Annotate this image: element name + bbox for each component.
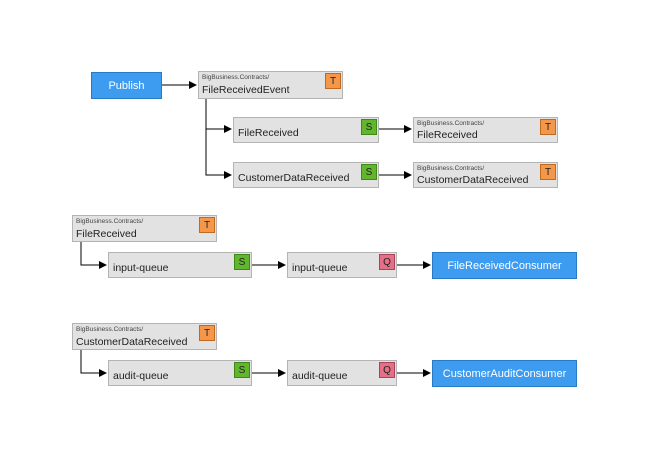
topic-badge: T (199, 217, 215, 233)
queue-badge: Q (379, 362, 395, 378)
event-topic-namespace: BigBusiness.Contracts/ (202, 74, 270, 81)
subscription-badge: S (361, 164, 377, 180)
subscription-node-customer-data-received[interactable]: CustomerDataReceived S (233, 162, 379, 188)
consumer-name: FileReceivedConsumer (447, 259, 562, 272)
consumer-name: CustomerAuditConsumer (442, 367, 567, 380)
subscription-name: input-queue (113, 262, 169, 274)
flow-2-consumer-node[interactable]: CustomerAuditConsumer (432, 360, 577, 387)
target-topic-namespace: BigBusiness.Contracts/ (417, 120, 485, 127)
flow-1-topic-node[interactable]: BigBusiness.Contracts/ FileReceived T (72, 215, 217, 242)
target-topic-name: FileReceived (417, 129, 478, 141)
arrow-flow-2-topic-to-sub (80, 350, 107, 377)
topic-badge: T (199, 325, 215, 341)
publish-label: Publish (108, 79, 145, 92)
event-topic-node[interactable]: BigBusiness.Contracts/ FileReceivedEvent… (198, 71, 343, 99)
flow-1-consumer-node[interactable]: FileReceivedConsumer (432, 252, 577, 279)
flow-topic-name: CustomerDataReceived (76, 336, 188, 348)
flow-topic-name: FileReceived (76, 228, 137, 240)
flow-1-queue-node[interactable]: input-queue Q (287, 252, 397, 278)
arrow-topic-to-sub-2 (205, 129, 232, 179)
target-topic-node-customer-data-received[interactable]: BigBusiness.Contracts/ CustomerDataRecei… (413, 162, 558, 188)
subscription-name: audit-queue (113, 370, 169, 382)
topic-badge: T (540, 164, 556, 180)
arrow-topic-to-sub-1 (205, 99, 232, 133)
arrow-flow-1-topic-to-sub (80, 242, 107, 269)
target-topic-name: CustomerDataReceived (417, 174, 529, 186)
flow-2-topic-node[interactable]: BigBusiness.Contracts/ CustomerDataRecei… (72, 323, 217, 350)
subscription-name: FileReceived (238, 127, 299, 139)
queue-badge: Q (379, 254, 395, 270)
publish-node[interactable]: Publish (91, 72, 162, 99)
queue-name: input-queue (292, 262, 348, 274)
subscription-node-file-received[interactable]: FileReceived S (233, 117, 379, 143)
subscription-badge: S (234, 254, 250, 270)
topic-badge: T (540, 119, 556, 135)
flow-1-subscription-node[interactable]: input-queue S (108, 252, 252, 278)
queue-name: audit-queue (292, 370, 348, 382)
flow-2-subscription-node[interactable]: audit-queue S (108, 360, 252, 386)
target-topic-namespace: BigBusiness.Contracts/ (417, 165, 485, 172)
flow-2-queue-node[interactable]: audit-queue Q (287, 360, 397, 386)
target-topic-node-file-received[interactable]: BigBusiness.Contracts/ FileReceived T (413, 117, 558, 143)
flow-topic-namespace: BigBusiness.Contracts/ (76, 326, 144, 333)
topic-badge: T (325, 73, 341, 89)
subscription-badge: S (361, 119, 377, 135)
subscription-name: CustomerDataReceived (238, 172, 350, 184)
subscription-badge: S (234, 362, 250, 378)
flow-topic-namespace: BigBusiness.Contracts/ (76, 218, 144, 225)
event-topic-name: FileReceivedEvent (202, 84, 290, 96)
